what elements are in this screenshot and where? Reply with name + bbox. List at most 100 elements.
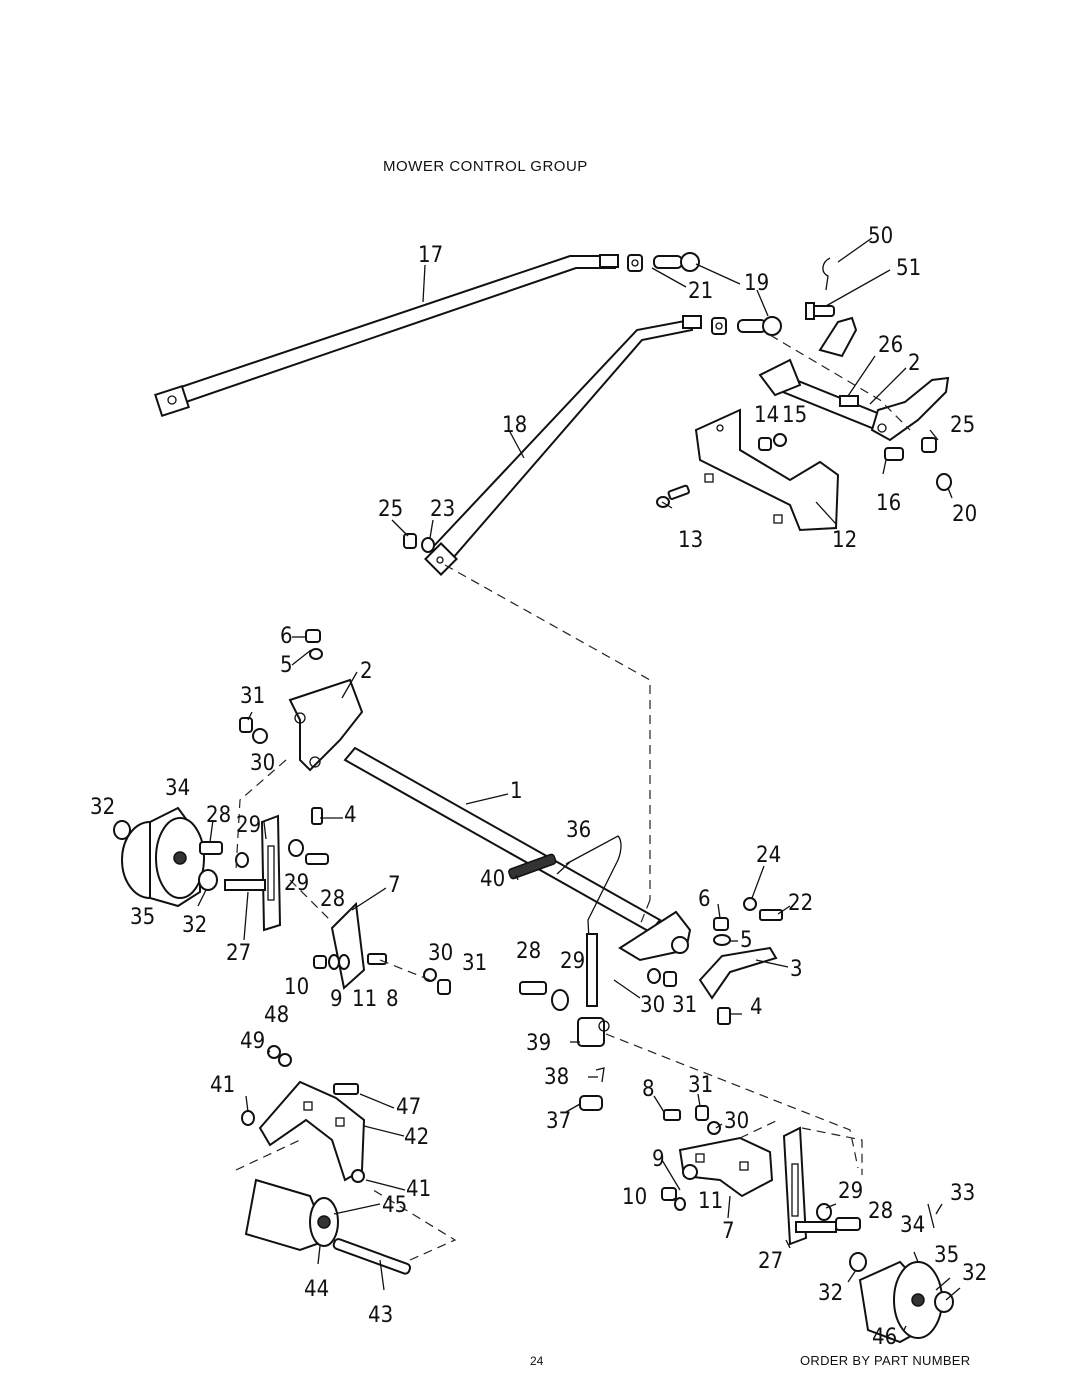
callout-30-right: 30 bbox=[640, 993, 665, 1018]
callout-2-mid: 2 bbox=[360, 659, 373, 684]
nut-25-left bbox=[403, 533, 417, 549]
callout-15: 15 bbox=[782, 403, 807, 428]
callout-19: 19 bbox=[744, 271, 769, 296]
callout-47: 47 bbox=[396, 1095, 421, 1120]
callout-28-right: 28 bbox=[868, 1199, 893, 1224]
bolt-47 bbox=[333, 1083, 359, 1095]
hardware-8-31-30-right bbox=[663, 1105, 721, 1135]
callout-48: 48 bbox=[264, 1003, 289, 1028]
callout-32-left-b: 32 bbox=[182, 913, 207, 938]
leader-lines bbox=[197, 237, 961, 1331]
hardware-9-10-11-right bbox=[661, 1164, 698, 1211]
clevis-pin-51 bbox=[805, 302, 835, 320]
hair-pin-clip-50 bbox=[822, 257, 831, 291]
callout-26: 26 bbox=[878, 333, 903, 358]
washer-48-nut-49 bbox=[267, 1045, 292, 1067]
callout-50: 50 bbox=[868, 224, 893, 249]
mounting-bracket-12 bbox=[694, 408, 840, 532]
washer-30-nut-31-mid bbox=[423, 968, 451, 995]
page-title: MOWER CONTROL GROUP bbox=[383, 158, 588, 175]
callout-42: 42 bbox=[404, 1125, 429, 1150]
bolt-28-mid bbox=[519, 981, 547, 995]
callout-33: 33 bbox=[950, 1181, 975, 1206]
ball-joint-19 bbox=[737, 316, 782, 336]
callout-5-top: 5 bbox=[280, 653, 293, 678]
callout-44: 44 bbox=[304, 1277, 329, 1302]
callout-14: 14 bbox=[754, 403, 779, 428]
washer-29-mid bbox=[551, 989, 569, 1011]
callout-34-left: 34 bbox=[165, 776, 190, 801]
callout-32-left-top: 32 bbox=[90, 795, 115, 820]
callout-22: 22 bbox=[788, 891, 813, 916]
callout-25-left: 25 bbox=[378, 497, 403, 522]
callout-5-right: 5 bbox=[740, 928, 753, 953]
callout-32-right: 32 bbox=[962, 1261, 987, 1286]
callout-4-left: 4 bbox=[344, 803, 357, 828]
callout-35-left: 35 bbox=[130, 905, 155, 930]
callout-3: 3 bbox=[790, 957, 803, 982]
hex-nut-top bbox=[627, 254, 643, 272]
hardware-9-10-11-8-left bbox=[313, 953, 387, 970]
callout-9-left: 9 bbox=[330, 987, 343, 1012]
washer-32-left-inner bbox=[198, 869, 218, 891]
nut-25-upper bbox=[921, 437, 937, 453]
callout-37: 37 bbox=[546, 1109, 571, 1134]
callout-39: 39 bbox=[526, 1031, 551, 1056]
washer-30-left bbox=[252, 728, 268, 744]
washer-30-nut-31-right bbox=[647, 968, 677, 987]
bracket-3 bbox=[698, 946, 778, 1000]
bolt-28-right bbox=[835, 1217, 861, 1231]
right-gauge-wheel-46 bbox=[858, 1260, 943, 1344]
callout-32-right-b: 32 bbox=[818, 1281, 843, 1306]
washer-20 bbox=[936, 473, 952, 491]
nut-14 bbox=[758, 437, 772, 451]
hex-nut-21 bbox=[711, 317, 727, 335]
callout-46: 46 bbox=[872, 1325, 897, 1350]
clip-41-left bbox=[241, 1110, 255, 1126]
callout-10-left: 10 bbox=[284, 975, 309, 1000]
callout-21: 21 bbox=[688, 279, 713, 304]
bolt-22 bbox=[759, 909, 783, 921]
control-rod-18 bbox=[424, 315, 702, 576]
callout-16: 16 bbox=[876, 491, 901, 516]
callout-labels: 17 50 51 21 19 26 2 18 14 15 25 16 20 13… bbox=[90, 224, 987, 1350]
cotter-pin-33 bbox=[927, 1203, 935, 1229]
callout-31-mid: 31 bbox=[462, 951, 487, 976]
bolt-13 bbox=[656, 484, 690, 508]
callout-41-right: 41 bbox=[406, 1177, 431, 1202]
callout-28-left: 28 bbox=[206, 803, 231, 828]
callout-30-left: 30 bbox=[250, 751, 275, 776]
roller-44 bbox=[244, 1178, 339, 1252]
washer-24 bbox=[743, 897, 757, 911]
callout-9-right: 9 bbox=[652, 1147, 665, 1172]
callout-43: 43 bbox=[368, 1303, 393, 1328]
cross-shaft-1 bbox=[343, 746, 662, 934]
spring-40 bbox=[508, 853, 557, 880]
bolt-4-left bbox=[311, 807, 323, 825]
roller-shaft-43 bbox=[332, 1238, 412, 1275]
callout-17: 17 bbox=[418, 243, 443, 268]
callout-41-left: 41 bbox=[210, 1073, 235, 1098]
left-gauge-wheel-34 bbox=[121, 806, 205, 908]
lift-lever-36 bbox=[565, 835, 622, 1005]
callout-29-left: 29 bbox=[236, 813, 261, 838]
callout-12: 12 bbox=[832, 528, 857, 553]
washer-32-right-a bbox=[849, 1252, 867, 1272]
nut-6-right bbox=[713, 917, 729, 931]
callout-18: 18 bbox=[502, 413, 527, 438]
roller-bracket-42 bbox=[258, 1080, 366, 1182]
washer-32-right-b bbox=[934, 1291, 954, 1313]
control-rod-17 bbox=[154, 254, 619, 418]
callout-2-upper: 2 bbox=[908, 351, 921, 376]
callout-29-right: 29 bbox=[838, 1179, 863, 1204]
callout-11-left: 11 bbox=[352, 987, 377, 1012]
callout-20: 20 bbox=[952, 502, 977, 527]
callout-8-right: 8 bbox=[642, 1077, 655, 1102]
arm-bracket-7-left bbox=[330, 901, 366, 990]
pivot-arm-assembly bbox=[758, 316, 950, 461]
callout-45: 45 bbox=[382, 1193, 407, 1218]
callout-10-right: 10 bbox=[622, 1185, 647, 1210]
callout-11-right: 11 bbox=[698, 1189, 723, 1214]
swivel-block-39 bbox=[577, 1017, 610, 1047]
